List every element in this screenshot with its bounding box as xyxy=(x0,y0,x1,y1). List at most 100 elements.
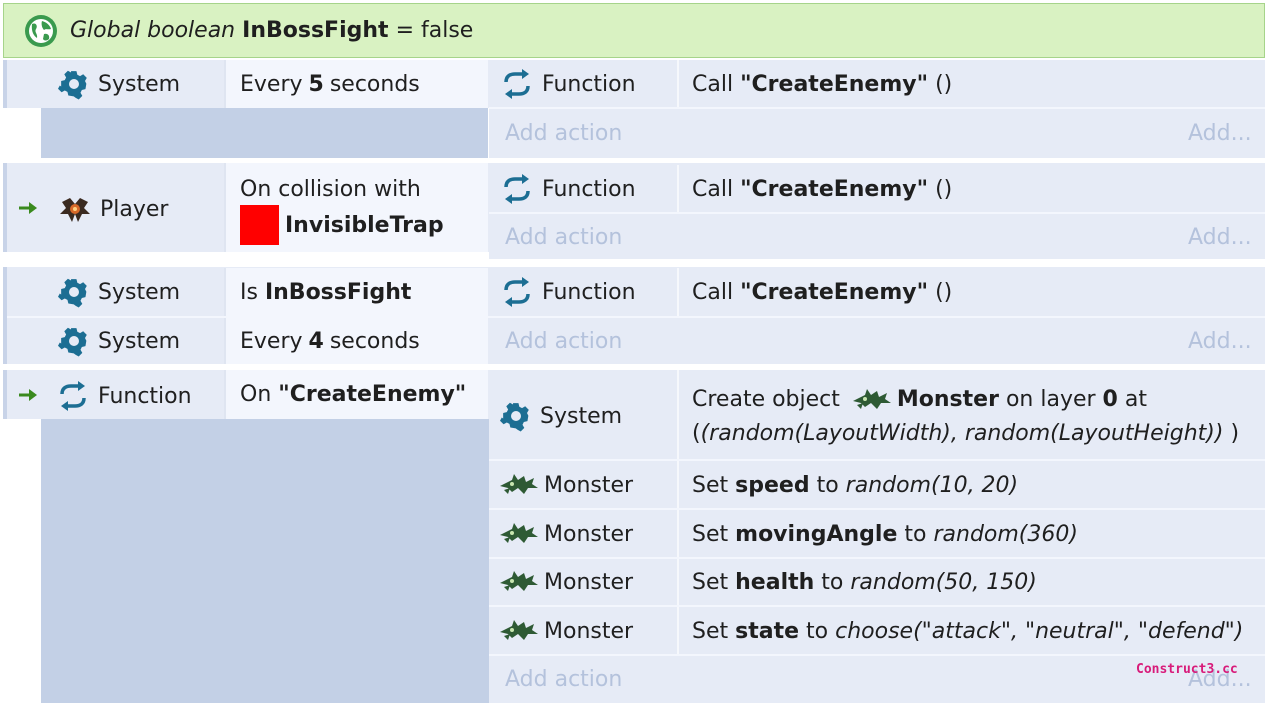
global-var-type: Global boolean xyxy=(70,18,236,43)
divider xyxy=(677,370,679,655)
event4-action5-text[interactable]: Set state to choose("attack", "neutral",… xyxy=(692,607,1243,655)
act-text-bold: "CreateEnemy" xyxy=(740,279,929,305)
add-more-link[interactable]: Add... xyxy=(1188,224,1252,250)
event4-action2-text[interactable]: Set speed to random(10, 20) xyxy=(692,461,1018,509)
event1-cond1-text[interactable]: Every 5 seconds xyxy=(224,60,488,108)
action-line2: ((random(LayoutWidth), random(LayoutHeig… xyxy=(692,421,1240,446)
add-action-link[interactable]: Add action xyxy=(505,328,623,354)
object-name: System xyxy=(98,71,181,97)
global-var-name: InBossFight xyxy=(242,18,389,43)
event1-action1-object[interactable]: Function xyxy=(500,60,636,108)
event4-action3-object[interactable]: Monster xyxy=(498,510,633,558)
object-name: Function xyxy=(98,383,192,409)
add-more-link[interactable]: Add... xyxy=(1188,121,1252,146)
object-name: System xyxy=(98,279,181,305)
cond-text-pre: Every xyxy=(240,328,303,354)
add-more-link[interactable]: Add... xyxy=(1188,328,1252,354)
row-separator xyxy=(7,316,489,318)
act-text-bold: state xyxy=(735,618,800,644)
object-name: Function xyxy=(542,279,636,305)
row-separator xyxy=(489,316,1265,318)
act-text-italic: random(10, 20) xyxy=(845,472,1019,498)
global-variable-text: Global boolean InBossFight = false xyxy=(70,18,473,43)
event2-action1-object[interactable]: Function xyxy=(500,165,636,213)
event3-cond2-text[interactable]: Every 4 seconds xyxy=(224,318,488,364)
function-icon xyxy=(504,69,530,99)
add-action-link[interactable]: Add action xyxy=(505,667,623,692)
event1-actions[interactable] xyxy=(489,60,1265,158)
object-name: System xyxy=(540,403,623,429)
global-variable-row[interactable]: Global boolean InBossFight = false xyxy=(3,3,1265,58)
cond-text-bold: 4 xyxy=(308,328,324,354)
event1-cond1-object[interactable]: System xyxy=(58,60,180,108)
cond-text-pre: Every xyxy=(240,71,303,97)
object-name: Function xyxy=(542,176,636,202)
action-line1: Create object Monster on layer 0 at xyxy=(692,383,1239,417)
gear-icon xyxy=(58,278,87,308)
act-text-bold2: 0 xyxy=(1102,387,1118,412)
row-separator xyxy=(489,459,1265,461)
row-separator xyxy=(489,212,1265,214)
act-text-pre: Set xyxy=(692,569,729,595)
act-text-pre: Call xyxy=(692,279,734,305)
act-text-post: at xyxy=(1124,387,1147,412)
event1-action1-text[interactable]: Call "CreateEnemy" () xyxy=(692,60,952,108)
act-text-bold: speed xyxy=(735,472,810,498)
function-icon xyxy=(504,277,530,307)
event3-cond1-text[interactable]: Is InBossFight xyxy=(224,268,488,316)
event2-action1-text[interactable]: Call "CreateEnemy" () xyxy=(692,165,952,213)
gear-icon xyxy=(500,402,529,432)
event4-action2-object[interactable]: Monster xyxy=(498,461,633,509)
cond-text-post: seconds xyxy=(329,71,420,97)
invisible-trap-icon xyxy=(240,205,279,245)
divider xyxy=(677,60,679,108)
event4-cond1-text[interactable]: On "CreateEnemy" xyxy=(224,370,488,419)
event3-cond2-object[interactable]: System xyxy=(58,318,180,364)
event3-actions[interactable] xyxy=(489,267,1265,364)
row-separator xyxy=(489,508,1265,510)
event3-action1-text[interactable]: Call "CreateEnemy" () xyxy=(692,268,952,316)
act-text-bold: "CreateEnemy" xyxy=(740,71,929,97)
act-text-mid: to xyxy=(821,569,844,595)
event2-cond1-object[interactable]: Player xyxy=(56,185,168,233)
row-separator xyxy=(489,654,1265,656)
add-action-link[interactable]: Add action xyxy=(505,121,623,146)
act-text-post: () xyxy=(935,279,953,305)
act-text-italic: (random(LayoutWidth), random(LayoutHeigh… xyxy=(700,421,1224,446)
function-icon xyxy=(504,174,530,204)
event4-action4-object[interactable]: Monster xyxy=(498,558,633,606)
trigger-arrow-icon xyxy=(19,389,37,401)
event1-left-strip xyxy=(41,108,488,158)
cond-text-line2: InvisibleTrap xyxy=(240,205,488,245)
event4-action1-object[interactable]: System xyxy=(500,392,622,440)
watermark-text: Construct3.cc xyxy=(1136,662,1238,677)
row-separator xyxy=(489,557,1265,559)
cond-text-bold: InvisibleTrap xyxy=(285,212,444,238)
monster-sprite-icon xyxy=(500,571,538,591)
event4-cond1-object[interactable]: Function xyxy=(56,372,192,420)
divider xyxy=(677,268,679,316)
event3-cond1-object[interactable]: System xyxy=(58,268,180,316)
act-text-mid: to xyxy=(904,521,927,547)
event4-action5-object[interactable]: Monster xyxy=(498,607,633,655)
trigger-arrow-icon xyxy=(19,202,37,214)
add-action-link[interactable]: Add action xyxy=(505,224,623,250)
cond-text-line1: On collision with xyxy=(240,176,421,202)
event4-action4-text[interactable]: Set health to random(50, 150) xyxy=(692,558,1037,606)
object-name: Monster xyxy=(544,472,634,498)
act-text-post: () xyxy=(935,176,953,202)
event4-action3-text[interactable]: Set movingAngle to random(360) xyxy=(692,510,1078,558)
add-more-link[interactable]: Add... xyxy=(1188,667,1252,692)
act-text-bold: "CreateEnemy" xyxy=(740,176,929,202)
function-icon xyxy=(60,381,86,411)
cond-text-bold: InBossFight xyxy=(264,279,412,305)
event3-action1-object[interactable]: Function xyxy=(500,268,636,316)
event2-cond1-text[interactable]: On collision with InvisibleTrap xyxy=(224,163,488,252)
event4-actions[interactable] xyxy=(489,370,1265,703)
object-name: Function xyxy=(542,71,636,97)
event2-actions[interactable] xyxy=(489,163,1265,259)
event4-action1-text[interactable]: Create object Monster on layer 0 at ((ra… xyxy=(692,383,1239,451)
act-text-italic: random(50, 150) xyxy=(850,569,1037,595)
object-name: Player xyxy=(100,196,169,222)
cond-text-pre: On xyxy=(240,382,272,407)
